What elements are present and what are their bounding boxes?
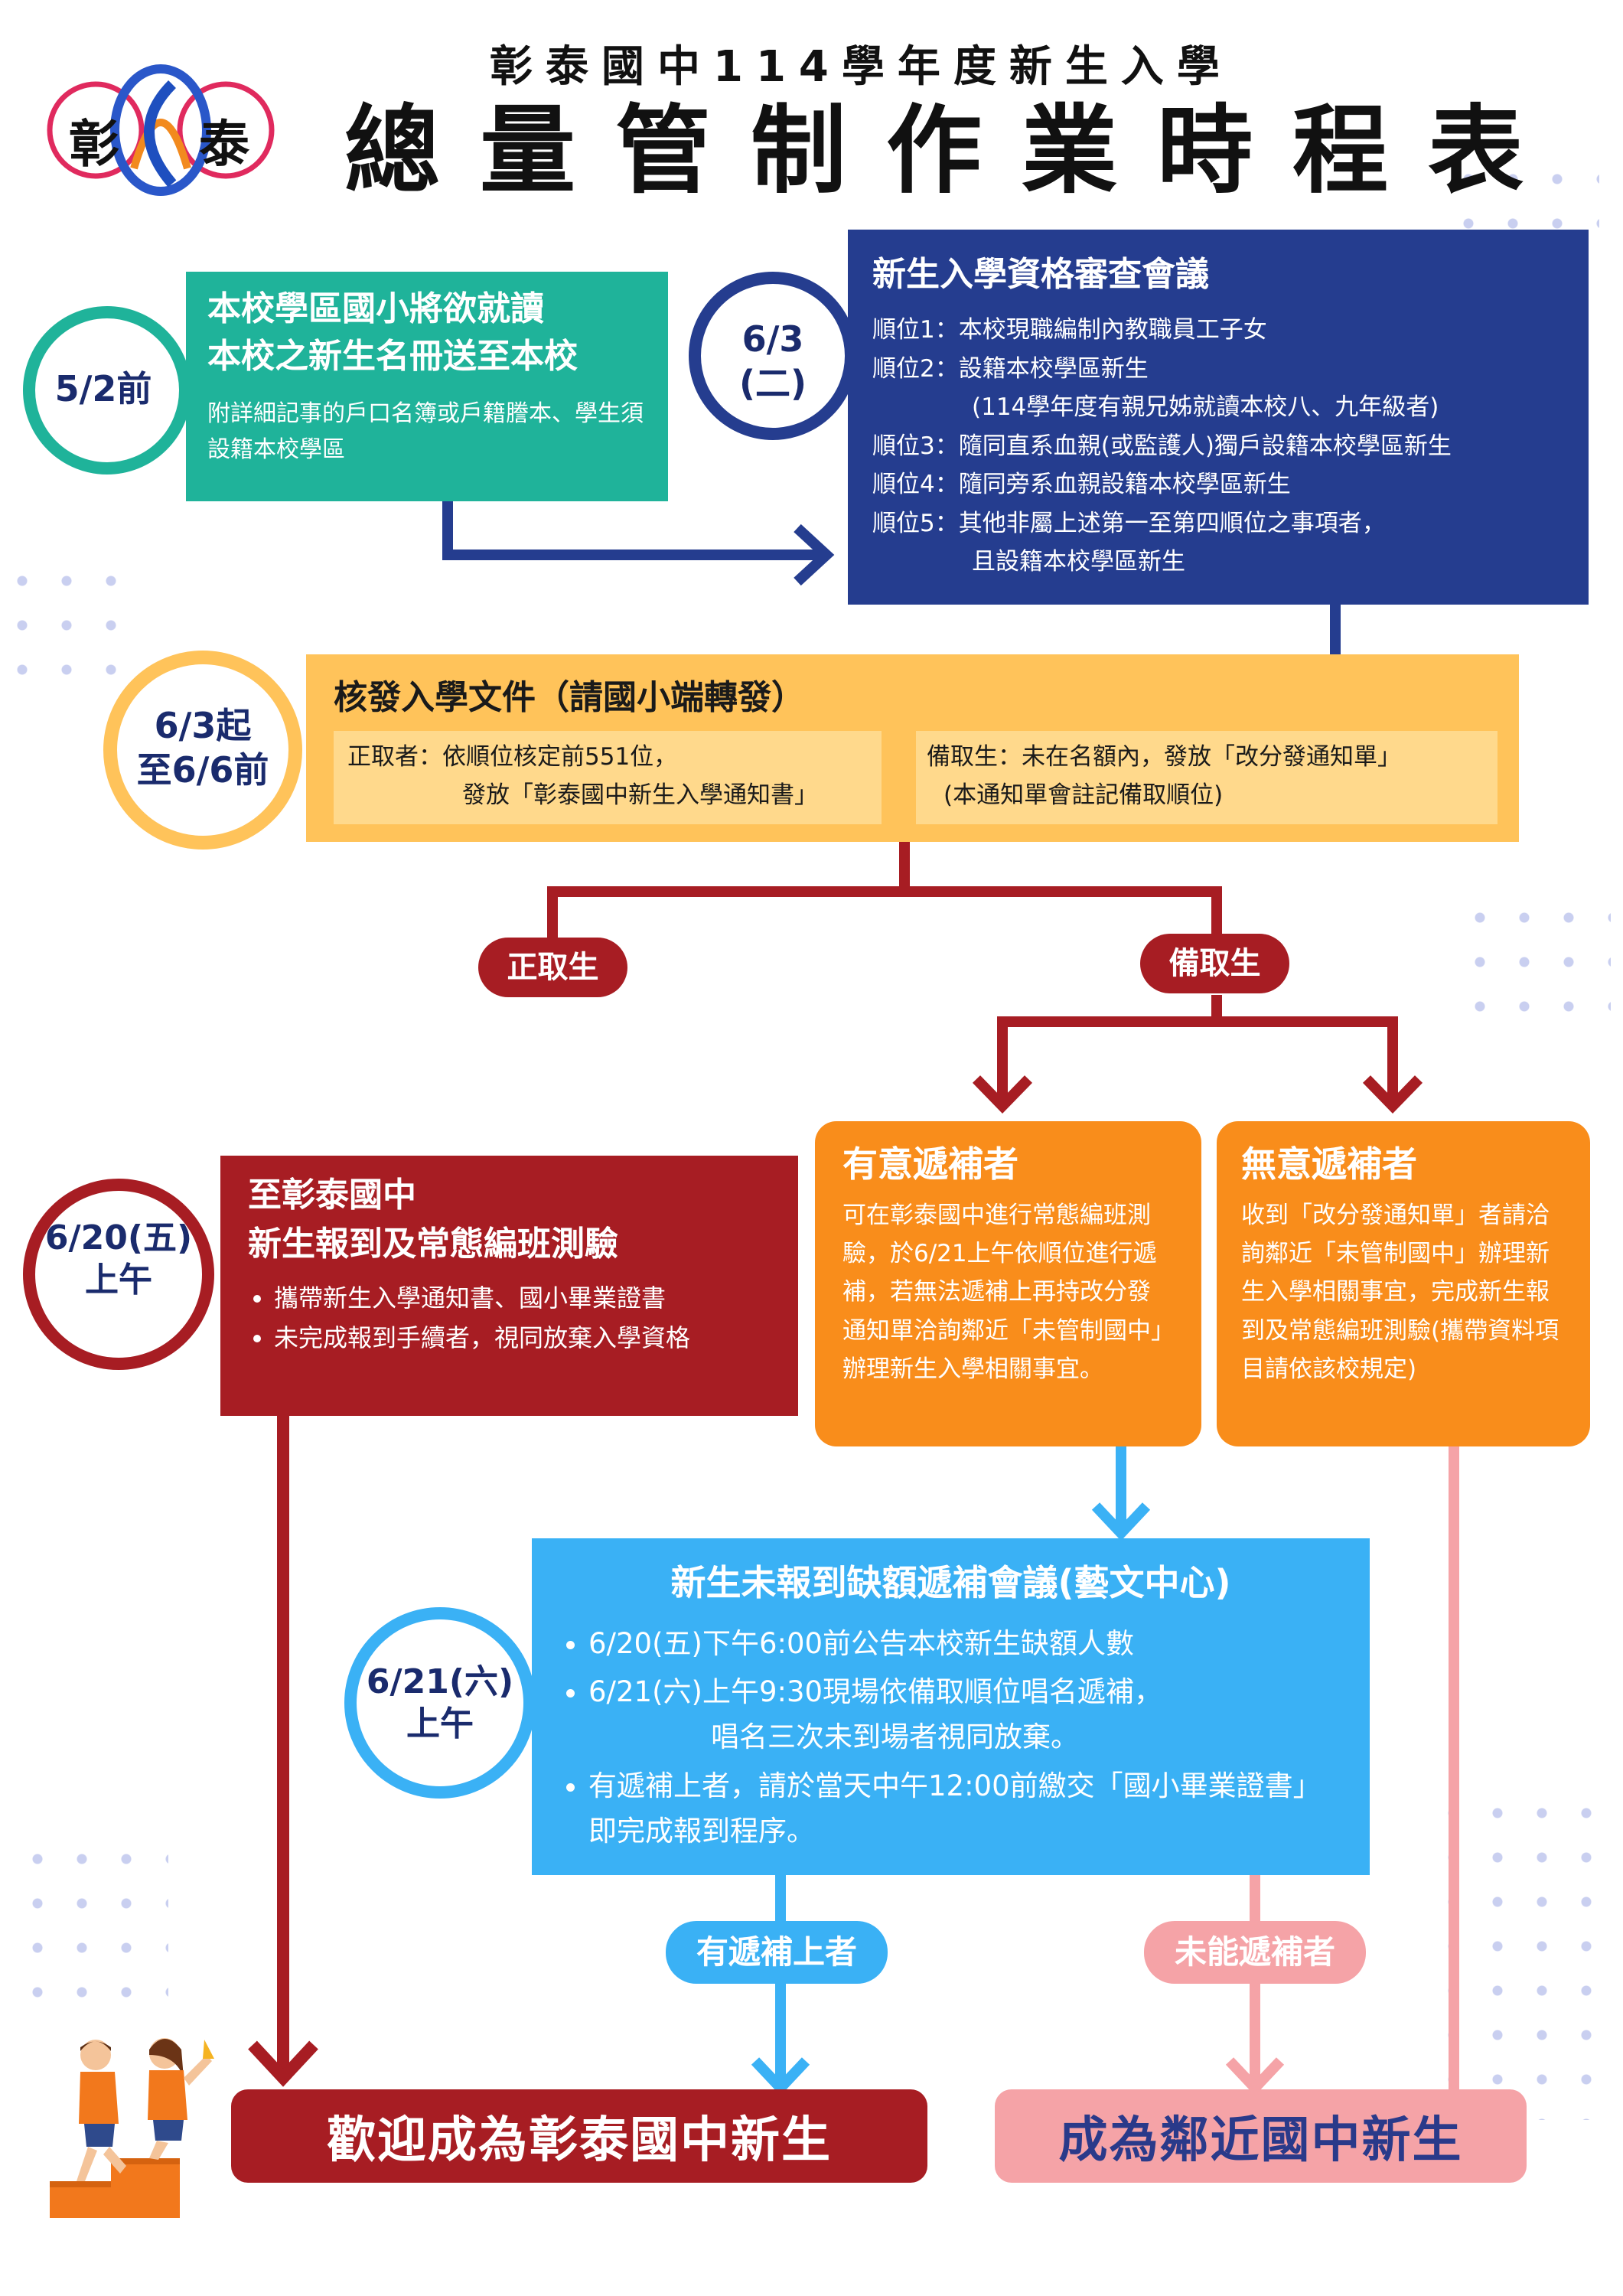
meeting-bullet-2-line2: 唱名三次未到場者視同放棄。 — [711, 1720, 1079, 1754]
runners-illustration-icon — [50, 2038, 214, 2218]
dot-pattern-right — [1458, 895, 1611, 1033]
school-logo: 彰 泰 — [42, 54, 279, 207]
review-priority-4: 順位4：隨同旁系血親設籍本校學區新生 — [872, 471, 1291, 499]
docs-waitlist-box: 備取生：未在名額內，發放「改分發通知單」 (本通知單會註記備取順位) — [916, 731, 1498, 824]
dot-pattern-left — [0, 559, 138, 696]
school-logo-icon — [47, 64, 275, 196]
review-box: 新生入學資格審查會議 順位1：本校現職編制內教職員工子女 順位2：設籍本校學區新… — [848, 230, 1589, 605]
meeting-bullet-2: 6/21(六)上午9:30現場依備取順位唱名遞補， 唱名三次未到場者視同放棄。 — [588, 1669, 1339, 1760]
date-review-line2: (二) — [738, 362, 807, 404]
review-priority-2: 順位2：設籍本校學區新生 — [872, 354, 1149, 383]
date-register-line1: 6/20(五) — [44, 1218, 193, 1257]
dot-pattern-bottom-left — [15, 1837, 168, 2013]
review-priority-1: 順位1：本校現職編制內教職員工子女 — [872, 316, 1267, 344]
date-review-line1: 6/3 — [741, 318, 804, 360]
date-docs: 6/3起 至6/6前 — [111, 704, 295, 792]
date-review: 6/3 (二) — [712, 318, 834, 406]
runners-illustration — [42, 2024, 218, 2219]
logo-left-char: 彰 — [69, 115, 119, 174]
label-admitted: 正取生 — [478, 938, 627, 997]
docs-box: 核發入學文件（請國小端轉發） 正取者：依順位核定前551位， 發放「彰泰國中新生… — [306, 654, 1519, 842]
docs-admitted-line1: 正取者：依順位核定前551位， — [347, 743, 678, 771]
meeting-box: 新生未報到缺額遞補會議(藝文中心) 6/20(五)下午6:00前公告本校新生缺額… — [532, 1538, 1370, 1875]
roster-box: 本校學區國小將欲就讀 本校之新生名冊送至本校 附詳細記事的戶口名簿或戶籍謄本、學… — [186, 272, 668, 501]
meeting-bullets: 6/20(五)下午6:00前公告本校新生缺額人數 6/21(六)上午9:30現場… — [562, 1621, 1339, 1854]
review-priority-5: 順位5：其他非屬上述第一至第四順位之事項者， — [872, 509, 1386, 537]
date-register: 6/20(五) 上午 — [31, 1217, 207, 1301]
date-meeting-line2: 上午 — [406, 1704, 474, 1743]
label-waitlist: 備取生 — [1140, 934, 1289, 993]
willing-body: 可在彰泰國中進行常態編班測驗，於6/21上午依順位進行遞補，若無法遞補上再持改分… — [842, 1202, 1163, 1383]
arrow-roster-to-review — [442, 501, 823, 560]
review-priority-2-note: (114學年度有親兄姊就讀本校八、九年級者) — [972, 393, 1439, 422]
date-meeting-line1: 6/21(六) — [366, 1662, 514, 1701]
logo-right-char: 泰 — [199, 115, 249, 174]
date-docs-line2: 至6/6前 — [136, 748, 269, 791]
welcome-outcome-text: 歡迎成為彰泰國中新生 — [327, 2112, 832, 2169]
register-title-2: 新生報到及常態編班測驗 — [248, 1224, 618, 1264]
register-bullet-1: 攜帶新生入學通知書、國小畢業證書 — [274, 1280, 771, 1316]
date-register-line2: 上午 — [85, 1261, 152, 1300]
docs-waitlist-line1: 備取生：未在名額內，發放「改分發通知單」 — [927, 743, 1401, 771]
review-priority-5-note: 且設籍本校學區新生 — [972, 548, 1185, 576]
register-title-1: 至彰泰國中 — [248, 1176, 416, 1215]
roster-note: 附詳細記事的戶口名簿或戶籍謄本、學生須設籍本校學區 — [207, 400, 644, 463]
neighbor-outcome: 成為鄰近國中新生 — [995, 2089, 1527, 2183]
meeting-bullet-3: 有遞補上者，請於當天中午12:00前繳交「國小畢業證書」即完成報到程序。 — [588, 1763, 1339, 1854]
meeting-title: 新生未報到缺額遞補會議(藝文中心) — [670, 1562, 1231, 1603]
meeting-bullet-2-line1: 6/21(六)上午9:30現場依備取順位唱名遞補， — [588, 1675, 1163, 1709]
label-filled: 有遞補上者 — [666, 1921, 888, 1984]
welcome-outcome: 歡迎成為彰泰國中新生 — [231, 2089, 927, 2183]
unwilling-title: 無意遞補者 — [1241, 1143, 1417, 1185]
label-not-filled: 未能遞補者 — [1144, 1921, 1366, 1984]
date-meeting: 6/21(六) 上午 — [352, 1661, 528, 1745]
date-docs-line1: 6/3起 — [154, 705, 252, 746]
willing-title: 有意遞補者 — [842, 1143, 1018, 1185]
meeting-bullet-1: 6/20(五)下午6:00前公告本校新生缺額人數 — [588, 1621, 1339, 1666]
dot-pattern-bottom-right — [1431, 1791, 1607, 2120]
neighbor-outcome-text: 成為鄰近國中新生 — [1058, 2112, 1463, 2169]
unwilling-body: 收到「改分發通知單」者請洽詢鄰近「未管制國中」辦理新生入學相關事宜，完成新生報到… — [1241, 1202, 1559, 1383]
review-title: 新生入學資格審查會議 — [872, 255, 1209, 294]
docs-waitlist-line2: (本通知單會註記備取順位) — [943, 781, 1224, 809]
willing-box: 有意遞補者 可在彰泰國中進行常態編班測驗，於6/21上午依順位進行遞補，若無法遞… — [815, 1121, 1201, 1446]
roster-title-2: 本校之新生名冊送至本校 — [207, 336, 578, 376]
date-roster: 5/2前 — [54, 368, 152, 409]
page-subtitle: 彰泰國中114學年度新生入學 — [490, 42, 1233, 92]
page-title: 總量管制作業時程表 — [344, 96, 1563, 207]
unwilling-box: 無意遞補者 收到「改分發通知單」者請洽詢鄰近「未管制國中」辦理新生入學相關事宜，… — [1217, 1121, 1590, 1446]
docs-admitted-line2: 發放「彰泰國中新生入學通知書」 — [462, 781, 818, 809]
register-bullet-2: 未完成報到手續者，視同放棄入學資格 — [274, 1319, 771, 1356]
register-bullets: 攜帶新生入學通知書、國小畢業證書 未完成報到手續者，視同放棄入學資格 — [248, 1280, 771, 1356]
docs-title: 核發入學文件（請國小端轉發） — [334, 678, 805, 717]
register-box: 至彰泰國中 新生報到及常態編班測驗 攜帶新生入學通知書、國小畢業證書 未完成報到… — [220, 1156, 798, 1416]
review-priority-3: 順位3：隨同直系血親(或監護人)獨戶設籍本校學區新生 — [872, 432, 1452, 460]
arrow-waitlist-split — [997, 995, 1222, 1102]
roster-title-1: 本校學區國小將欲就讀 — [207, 289, 544, 328]
docs-admitted-box: 正取者：依順位核定前551位， 發放「彰泰國中新生入學通知書」 — [334, 731, 882, 824]
